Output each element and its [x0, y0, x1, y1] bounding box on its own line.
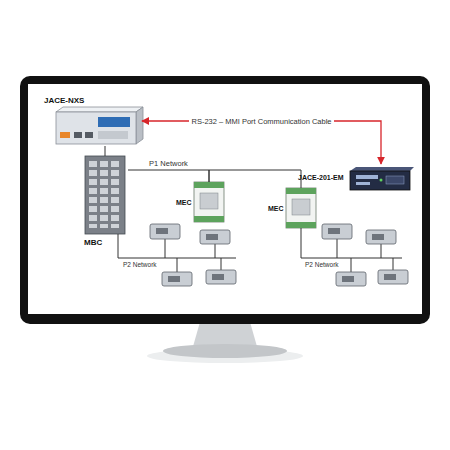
field-controller	[200, 230, 230, 244]
field-controller	[150, 224, 180, 239]
controller-face	[384, 274, 396, 280]
device-module	[292, 199, 310, 215]
panel-grid	[89, 161, 121, 228]
equipment-controller: MEC	[268, 188, 318, 230]
controller-face	[372, 234, 384, 240]
network-bus	[209, 170, 301, 188]
device-badge	[98, 117, 130, 127]
device-top	[56, 107, 143, 112]
status-led	[380, 179, 383, 182]
controller-face	[206, 234, 218, 240]
field-controller	[322, 224, 352, 239]
monitor-bezel	[20, 76, 430, 324]
jace-controller: JACE-NXS	[44, 96, 142, 146]
field-controller	[162, 272, 192, 286]
network-wire	[105, 146, 106, 156]
terminal-strip	[286, 222, 316, 228]
device-body	[286, 188, 316, 228]
device-terminal	[98, 131, 128, 139]
node-label: MEC	[176, 199, 192, 207]
mec-device	[286, 188, 316, 228]
network-label: P2 Network	[123, 261, 157, 269]
field-controller	[378, 270, 408, 284]
device-top	[350, 167, 414, 171]
field-controller	[366, 230, 396, 244]
edge-label: RS-232 – MMI Port Communication Cable	[189, 117, 333, 126]
controller-face	[156, 228, 168, 234]
terminal-strip	[286, 188, 316, 194]
device-body	[194, 182, 224, 222]
node-label: MBC	[84, 238, 128, 248]
node-label: JACE-NXS	[44, 96, 142, 106]
field-controller	[336, 272, 366, 286]
device-body	[350, 171, 410, 190]
panel-body	[85, 156, 125, 234]
device-side	[136, 107, 143, 144]
serial-cable	[142, 121, 381, 164]
jace-controller: JACE-201-EM	[298, 164, 414, 192]
jace-nxs-device	[56, 107, 143, 144]
node-label: JACE-201-EM	[298, 174, 344, 182]
equipment-controller: MEC	[176, 182, 226, 224]
mbc-panel	[85, 156, 125, 234]
network-bus	[128, 170, 209, 182]
monitor-base	[163, 344, 287, 358]
p2-controllers	[150, 224, 408, 286]
device-port	[85, 132, 93, 138]
device-body	[56, 112, 136, 144]
controller-face	[342, 276, 354, 282]
device-port	[60, 132, 70, 138]
network-label: P2 Network	[305, 261, 339, 269]
device-stripe	[356, 175, 378, 179]
terminal-strip	[194, 182, 224, 188]
edge-label: P1 Network	[147, 159, 190, 168]
field-controller	[206, 270, 236, 284]
controller-face	[212, 274, 224, 280]
building-controller: MBC	[84, 156, 128, 248]
device-port	[386, 176, 404, 184]
device-stripe	[356, 182, 370, 185]
device-module	[200, 193, 218, 209]
node-label: MEC	[268, 205, 284, 213]
device-port	[74, 132, 82, 138]
jace-201-device	[350, 167, 414, 190]
terminal-strip	[194, 216, 224, 222]
monitor-screen	[28, 84, 422, 314]
controller-face	[328, 228, 340, 234]
mec-device	[194, 182, 224, 222]
controller-face	[168, 276, 180, 282]
